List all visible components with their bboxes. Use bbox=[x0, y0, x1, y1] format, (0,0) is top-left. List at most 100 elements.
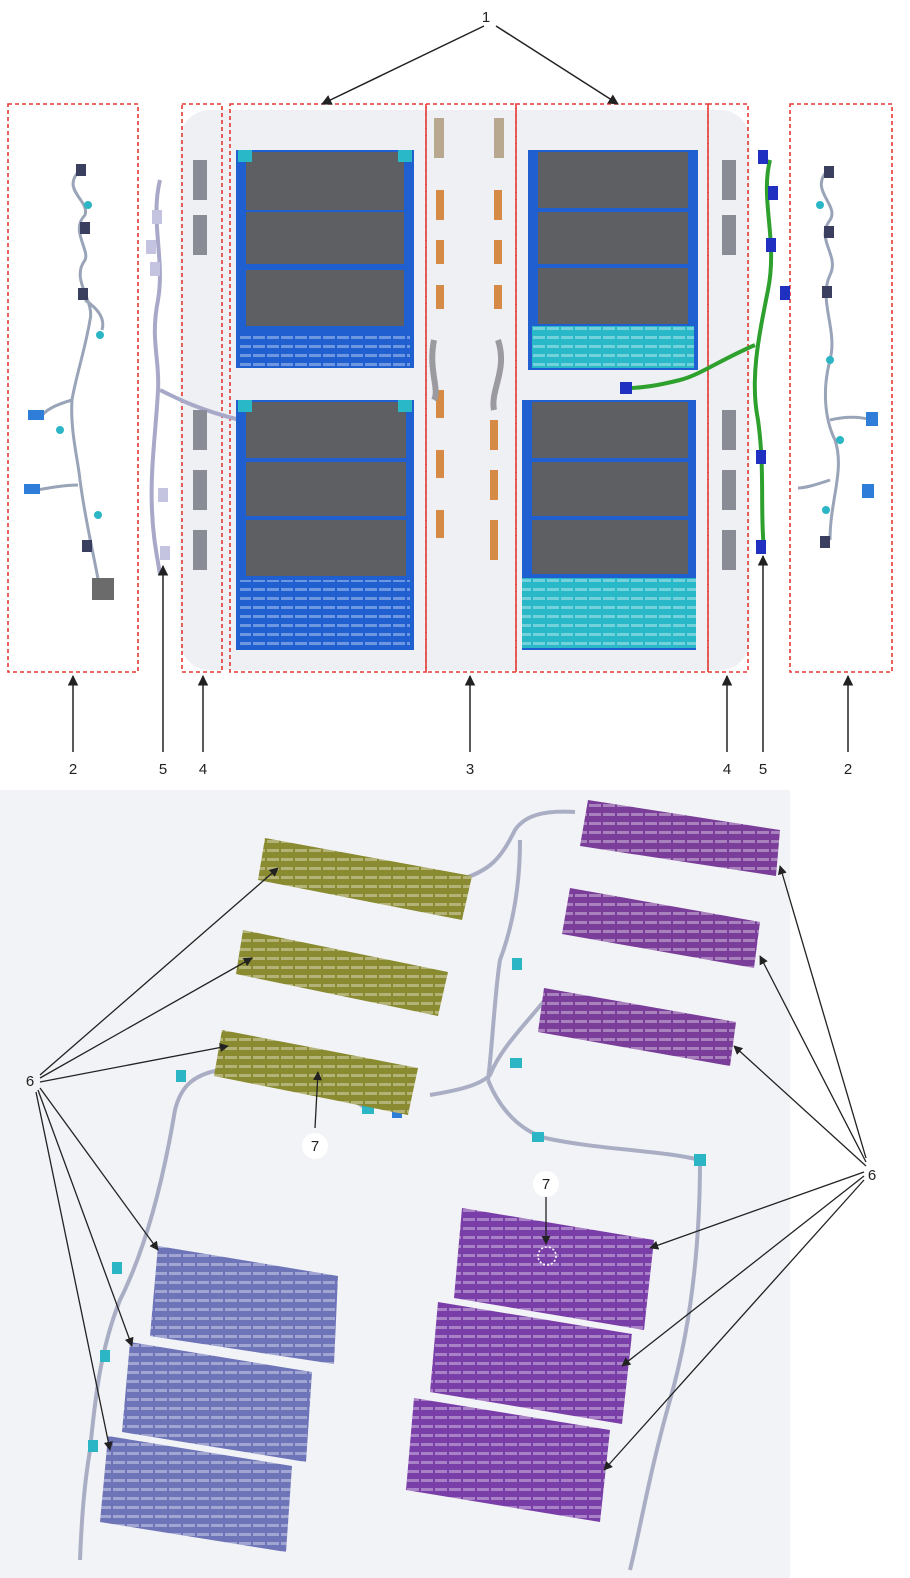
bracket-icon bbox=[193, 410, 207, 450]
heater-pad-lavender-3 bbox=[100, 1436, 292, 1552]
connector-icon bbox=[816, 201, 824, 209]
module-corner bbox=[238, 400, 252, 412]
connector-icon bbox=[78, 288, 88, 300]
callout-6-arrow bbox=[733, 1045, 867, 1167]
connector-icon bbox=[862, 484, 874, 498]
callout-label-5-left: 5 bbox=[159, 761, 167, 778]
callout-label-7-left: 7 bbox=[311, 1138, 319, 1155]
left-brackets bbox=[193, 160, 207, 570]
battery-module bbox=[246, 270, 404, 326]
group-box-left-brackets bbox=[181, 103, 223, 673]
connector-icon bbox=[780, 286, 790, 300]
callout-6-arrow bbox=[39, 1043, 229, 1083]
callout-label-2-left: 2 bbox=[69, 761, 77, 778]
busbar-icon bbox=[436, 510, 444, 538]
callout-6-arrow bbox=[37, 1089, 134, 1347]
busbar-icon bbox=[490, 520, 498, 560]
heater-pad-olive-2 bbox=[236, 930, 448, 1016]
sensor-marker bbox=[537, 1246, 557, 1266]
heater-pad bbox=[236, 930, 448, 1016]
right-module-stack-upper bbox=[528, 150, 698, 370]
bottom-callout-arrows bbox=[35, 865, 867, 1471]
busbars bbox=[429, 118, 505, 560]
connector-icon bbox=[96, 331, 104, 339]
busbar-icon bbox=[436, 190, 444, 220]
callout-6-arrow bbox=[39, 867, 279, 1076]
callout-6-arrow bbox=[649, 1171, 865, 1250]
connector-icon bbox=[532, 1132, 544, 1142]
connector-icon bbox=[56, 426, 64, 434]
connector-icon bbox=[82, 540, 92, 552]
heater-pad-slots bbox=[258, 838, 472, 920]
battery-module bbox=[246, 152, 404, 210]
busbar-icon bbox=[494, 240, 502, 264]
module-corner bbox=[398, 400, 412, 412]
busbar-icon bbox=[436, 285, 444, 309]
heater-pad bbox=[406, 1398, 610, 1522]
busbar-icon bbox=[490, 339, 505, 411]
heater-pad-purple-2 bbox=[562, 888, 760, 968]
connector-icon bbox=[84, 201, 92, 209]
connector-icon bbox=[150, 262, 160, 276]
bracket-icon bbox=[722, 410, 736, 450]
battery-module bbox=[246, 402, 406, 458]
heater-pad-magenta-3 bbox=[406, 1398, 610, 1522]
battery-module bbox=[538, 212, 688, 264]
connector-icon bbox=[824, 226, 834, 238]
battery-module bbox=[532, 462, 688, 516]
connector-icon bbox=[152, 210, 162, 224]
heater-pad-olive-1 bbox=[258, 838, 472, 920]
callout-6-arrow bbox=[777, 865, 867, 1159]
callout-6-arrow bbox=[759, 955, 867, 1163]
left-main-harness bbox=[149, 179, 241, 576]
connector-icon bbox=[28, 410, 44, 420]
connector-icon bbox=[824, 166, 834, 178]
battery-module bbox=[532, 520, 688, 574]
left-module-stack-lower bbox=[236, 400, 414, 650]
callout-7-arrow bbox=[313, 1071, 323, 1129]
connector-icon bbox=[24, 484, 40, 494]
heater-pad bbox=[100, 1436, 292, 1552]
callout-6-arrow bbox=[35, 1091, 113, 1451]
connector-icon bbox=[756, 540, 766, 554]
top-callout-arrows bbox=[67, 25, 854, 752]
callout-7-badge bbox=[302, 1133, 328, 1159]
dashed-group-boxes bbox=[7, 103, 893, 673]
busbar-icon bbox=[436, 240, 444, 264]
connector-icon bbox=[768, 186, 778, 200]
connector-icon bbox=[76, 164, 86, 176]
connector-icon bbox=[620, 382, 632, 394]
connector-icon bbox=[160, 546, 170, 560]
connector-icon bbox=[694, 1154, 706, 1166]
connector-icon bbox=[510, 1058, 522, 1068]
battery-module bbox=[246, 520, 406, 576]
heater-pad bbox=[538, 988, 736, 1066]
connector-icon bbox=[758, 150, 768, 164]
callout-label-6-right: 6 bbox=[868, 1167, 876, 1184]
callout-7-badge bbox=[533, 1171, 559, 1197]
connector-icon bbox=[112, 1262, 122, 1274]
bracket-icon bbox=[722, 530, 736, 570]
connector-icon bbox=[146, 240, 156, 254]
callout-6-arrow bbox=[603, 1179, 865, 1471]
connector-block-icon bbox=[92, 578, 114, 600]
connector-icon bbox=[158, 488, 168, 502]
heater-pad-lavender-2 bbox=[122, 1342, 312, 1462]
callout-1-left-arrow bbox=[321, 25, 485, 105]
battery-module bbox=[532, 402, 688, 458]
callout-label-1: 1 bbox=[482, 9, 490, 26]
right-brackets bbox=[722, 160, 736, 570]
group-box-left-harness bbox=[7, 103, 139, 673]
battery-module bbox=[538, 152, 688, 208]
connector-icon bbox=[512, 958, 522, 970]
heater-pad bbox=[430, 1302, 632, 1424]
busbar-icon bbox=[494, 118, 504, 158]
connector-icon bbox=[822, 506, 830, 514]
heater-pad bbox=[454, 1208, 654, 1330]
heater-pad bbox=[580, 800, 780, 876]
heater-pad-purple-3 bbox=[538, 988, 736, 1066]
heater-pad-magenta-1 bbox=[454, 1208, 654, 1330]
cooling-plate bbox=[240, 580, 410, 646]
left-harness-connectors bbox=[24, 164, 114, 600]
module-corner bbox=[398, 150, 412, 162]
